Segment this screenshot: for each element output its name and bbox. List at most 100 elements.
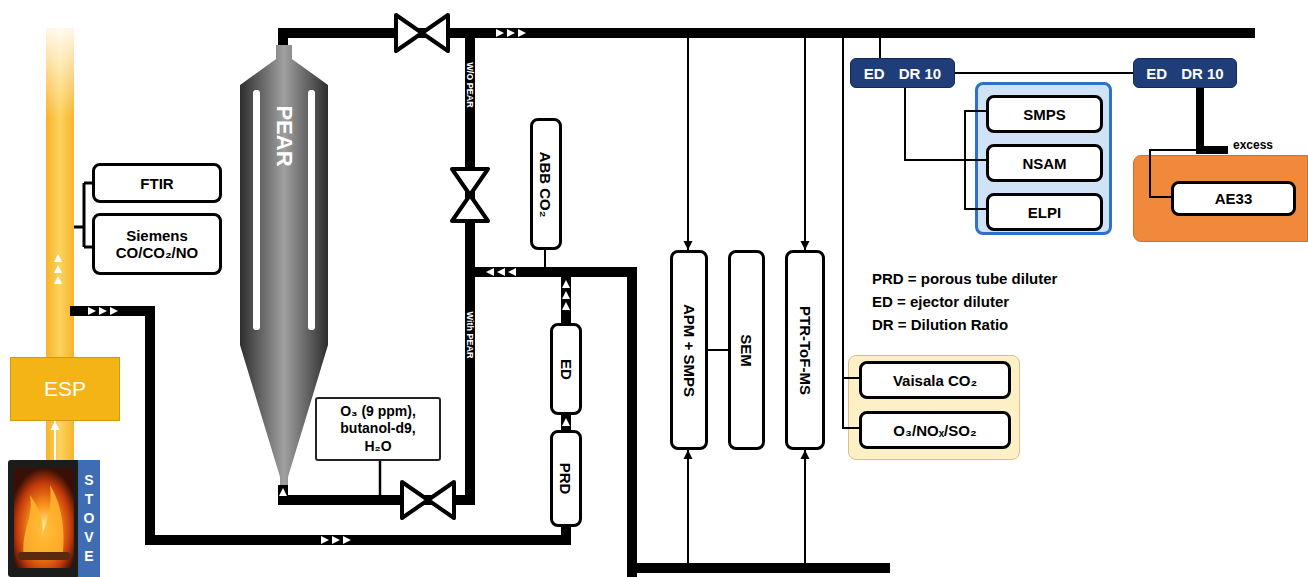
pipe-connector	[1150, 88, 1200, 197]
box-label: ED	[1146, 65, 1167, 82]
stove-label-bar: STOVE	[78, 460, 100, 577]
arrow-head	[279, 488, 287, 496]
instrument-box: O₃/NOₓ/SO₂	[859, 411, 1011, 449]
stove-log	[18, 552, 70, 560]
stove-unit: STOVE	[8, 460, 100, 577]
box-label: APM + SMPS	[681, 304, 698, 397]
pipe-connector	[566, 272, 810, 568]
analyzer-box: FTIR	[92, 163, 222, 203]
arrow-head	[51, 421, 60, 430]
box-label: PEAR	[271, 105, 297, 166]
box-label: PTR-ToF-MS	[797, 306, 814, 395]
pipe-segment	[283, 33, 843, 45]
pipe-segment	[843, 33, 859, 428]
pipe-connector	[905, 88, 986, 160]
arrow-head	[562, 418, 570, 426]
flow-path-label: W/O PEAR	[465, 60, 475, 110]
instrument-box: SMPS	[986, 95, 1103, 133]
excess-line	[1200, 88, 1228, 150]
instrument-group: SMPS NSAM ELPI	[975, 82, 1112, 235]
box-label: Siemens CO/CO₂/NO	[101, 227, 213, 261]
abbreviation-note: ED = ejector diluter	[872, 293, 1009, 310]
diluter-box: PRD	[550, 430, 582, 527]
pipe-connector	[905, 88, 986, 160]
flow-arrow	[54, 29, 570, 544]
instrument-group: Vaisala CO₂ O₃/NOₓ/SO₂	[848, 355, 1020, 460]
pipe-segment	[905, 88, 986, 160]
box-label: ED	[558, 359, 575, 380]
diluter-box: ED	[550, 323, 582, 415]
instrument-box: SEM	[728, 250, 765, 450]
pipe-connector	[955, 73, 1133, 74]
pipe-connector	[708, 350, 728, 351]
box-label: FTIR	[140, 175, 173, 192]
line-label: excess	[1232, 138, 1274, 152]
box-label: STOVE	[82, 471, 96, 565]
box-label: Vaisala CO₂	[893, 372, 977, 389]
pipe-segment	[1196, 88, 1204, 150]
instrument-box: Vaisala CO₂	[859, 361, 1011, 399]
box-label: DR 10	[899, 65, 942, 82]
pipe-segment	[561, 415, 571, 430]
arrow-head	[684, 450, 693, 459]
instrument-box: AE33	[1171, 181, 1296, 216]
arrow-head	[801, 450, 810, 459]
instrument-group: AE33	[1133, 155, 1308, 242]
box-label: ABB CO₂	[538, 151, 555, 217]
box-label: O₃ (9 ppm), butanol-d9, H₂O	[326, 403, 430, 456]
flow-path-label: With PEAR	[465, 310, 475, 361]
pipe-segment	[379, 461, 382, 500]
analyzer-box: ABB CO₂	[530, 118, 562, 250]
instrument-box: APM + SMPS	[670, 250, 708, 450]
pipe-connector	[283, 33, 880, 58]
pipe-connector	[283, 33, 693, 250]
pipe-segment	[283, 272, 566, 500]
pipe-segment	[905, 88, 986, 209]
flue-stack-fade	[46, 28, 74, 118]
pipe-segment	[708, 349, 728, 351]
precipitator-box: ESP	[10, 357, 120, 421]
pipe-connector	[283, 33, 859, 428]
box-label: SMPS	[1023, 106, 1066, 123]
arrow-head	[684, 241, 693, 250]
box-label: SEM	[738, 334, 755, 367]
diluter-box: ED DR 10	[1133, 58, 1237, 88]
pipe-connector	[283, 33, 859, 378]
box-label: O₃/NOₓ/SO₂	[893, 422, 976, 439]
pipe-connector	[283, 33, 810, 250]
pipe-segment	[804, 450, 806, 568]
diluter-box: ED DR 10	[850, 58, 955, 88]
analyzer-box: Siemens CO/CO₂/NO	[92, 213, 222, 275]
pipe-segment	[879, 33, 881, 58]
stove-body	[8, 460, 80, 577]
instrument-box: PTR-ToF-MS	[785, 250, 825, 450]
pipe-segment	[687, 33, 689, 250]
stove-window	[14, 468, 74, 568]
box-label: AE33	[1215, 190, 1253, 207]
abbreviation-note: PRD = porous tube diluter	[872, 270, 1057, 287]
pipe-segment	[687, 450, 689, 568]
pipe-connector	[905, 88, 986, 209]
arrow-head	[801, 241, 810, 250]
pipe-connector	[279, 461, 380, 500]
box-label: DR 10	[1181, 65, 1224, 82]
valve-symbol	[396, 15, 488, 518]
stove-flame	[23, 485, 63, 560]
pipe-connector	[562, 415, 570, 430]
instrument-box: NSAM	[986, 144, 1103, 182]
instrument-box: ELPI	[986, 193, 1103, 231]
pipe-segment	[804, 33, 806, 250]
pipe-segment	[566, 272, 805, 568]
box-label: ELPI	[1028, 204, 1061, 221]
pipe-segment	[1150, 150, 1200, 197]
box-label: PRD	[558, 463, 575, 495]
box-label: ED	[864, 65, 885, 82]
box-label: ESP	[44, 377, 86, 401]
pipe-segment	[544, 250, 546, 272]
bypass-line	[465, 33, 475, 272]
reagent-box: O₃ (9 ppm), butanol-d9, H₂O	[315, 397, 441, 461]
